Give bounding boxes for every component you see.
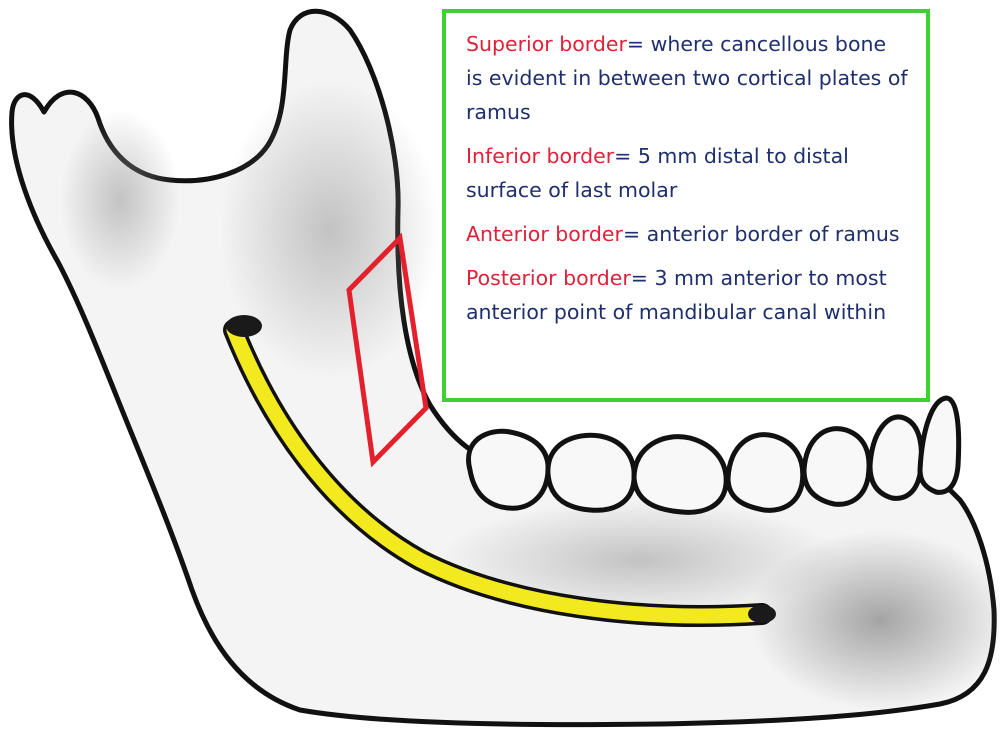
legend-definition: = where cancellous bone is evident in be… [466, 32, 908, 124]
legend-term: Superior border [466, 32, 627, 56]
legend-item-anterior-border: Anterior border= anterior border of ramu… [466, 217, 908, 251]
legend-item-superior-border: Superior border= where cancellous bone i… [466, 27, 908, 129]
legend-box: Superior border= where cancellous bone i… [442, 9, 930, 402]
legend-term: Inferior border [466, 144, 615, 168]
legend-definition: = 5 mm distal to distal surface of last … [466, 144, 849, 202]
mandibular-foramen [226, 315, 262, 337]
bone-shading [60, 110, 180, 290]
canine-tooth [867, 414, 924, 501]
legend-term: Anterior border [466, 222, 623, 246]
molar-tooth [545, 432, 637, 513]
bone-shading [220, 80, 440, 380]
molar-tooth [631, 434, 729, 515]
premolar-tooth [801, 426, 872, 507]
mandibular-canal-fill [226, 322, 770, 624]
legend-item-posterior-border: Posterior border= 3 mm anterior to most … [466, 261, 908, 329]
legend-definition: = anterior border of ramus [622, 222, 900, 246]
teeth-row [466, 395, 962, 515]
legend-term: Posterior border [466, 266, 631, 290]
mental-foramen [748, 605, 776, 623]
legend-item-inferior-border: Inferior border= 5 mm distal to distal s… [466, 139, 908, 207]
legend-definition: = 3 mm anterior to most anterior point o… [466, 266, 887, 324]
molar-tooth [466, 428, 551, 511]
premolar-tooth [725, 432, 806, 513]
ramus-graft-region [346, 232, 429, 468]
incisor-tooth [917, 395, 962, 495]
